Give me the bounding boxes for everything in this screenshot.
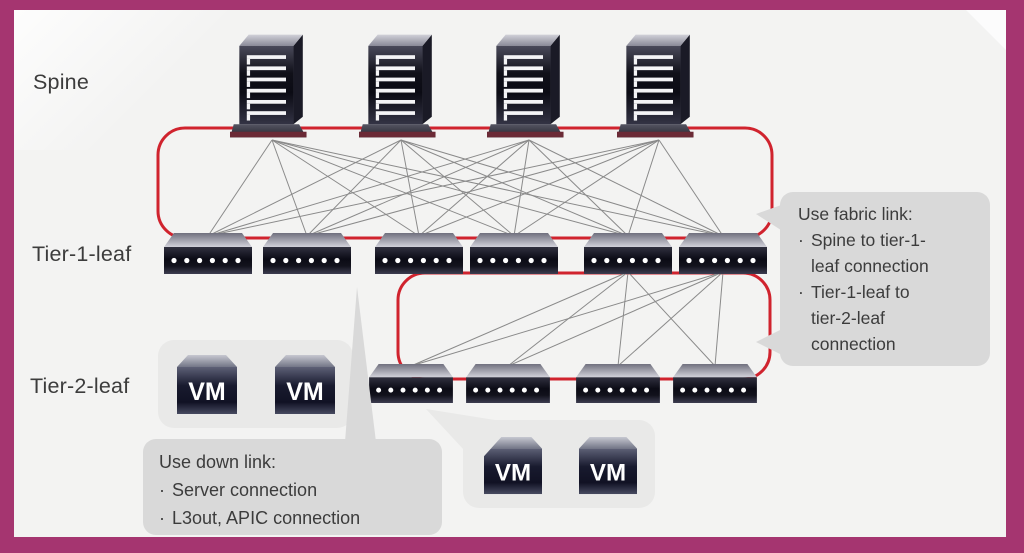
- callout-bullet: · Server connection: [159, 480, 318, 500]
- tier1-leaf-switch-icon: [164, 232, 252, 274]
- page-curl-notch: [966, 10, 1006, 50]
- down-link-callout: Use down link: · Server connection · L3o…: [143, 439, 442, 535]
- fabric-link-callout: Use fabric link: · Spine to tier-1-leaf …: [780, 192, 990, 366]
- tier1-to-tier2-links: [410, 271, 724, 367]
- vm-cube-icon: [275, 354, 335, 416]
- tier1-leaf-switch-icon: [375, 232, 463, 274]
- spine-tier1-fabric-link-box: [156, 126, 774, 240]
- spine-switch-icon: [487, 30, 571, 142]
- tier1-leaf-switch-icon: [584, 232, 672, 274]
- tier1-leaf-switch-icon: [263, 232, 351, 274]
- callout-title: Use down link:: [159, 452, 277, 472]
- spine-switch-icon: [359, 30, 443, 142]
- tier2-leaf-switch-icon: [466, 363, 550, 403]
- spine-label: Spine: [33, 70, 89, 94]
- spine-switch-icon: [617, 30, 701, 142]
- callout-bullet: · L3out, APIC connection: [159, 508, 361, 528]
- spine-switch-icon: [230, 30, 314, 142]
- tier2-leaf-switch-icon: [673, 363, 757, 403]
- spine-to-tier1-links: [207, 139, 724, 237]
- vm-cube-icon: [484, 436, 542, 496]
- tier1-leaf-switch-icon: [470, 232, 558, 274]
- callout-bullet: · Spine to tier-1-leaf connection: [798, 230, 929, 276]
- vm-group-left: [158, 340, 353, 428]
- vm-group-right: [463, 420, 655, 508]
- tier1-leaf-switch-icon: [679, 232, 767, 274]
- vm-cube-icon: [579, 436, 637, 496]
- tier2-leaf-label: Tier-2-leaf: [30, 374, 130, 398]
- tier2-leaf-switch-icon: [369, 363, 453, 403]
- callout-title: Use fabric link:: [798, 204, 913, 224]
- callout-bullet: · Tier-1-leaf to tier-2-leaf connection: [798, 282, 910, 354]
- vm-cube-icon: [177, 354, 237, 416]
- tier1-leaf-label: Tier-1-leaf: [32, 242, 132, 266]
- tier2-leaf-switch-icon: [576, 363, 660, 403]
